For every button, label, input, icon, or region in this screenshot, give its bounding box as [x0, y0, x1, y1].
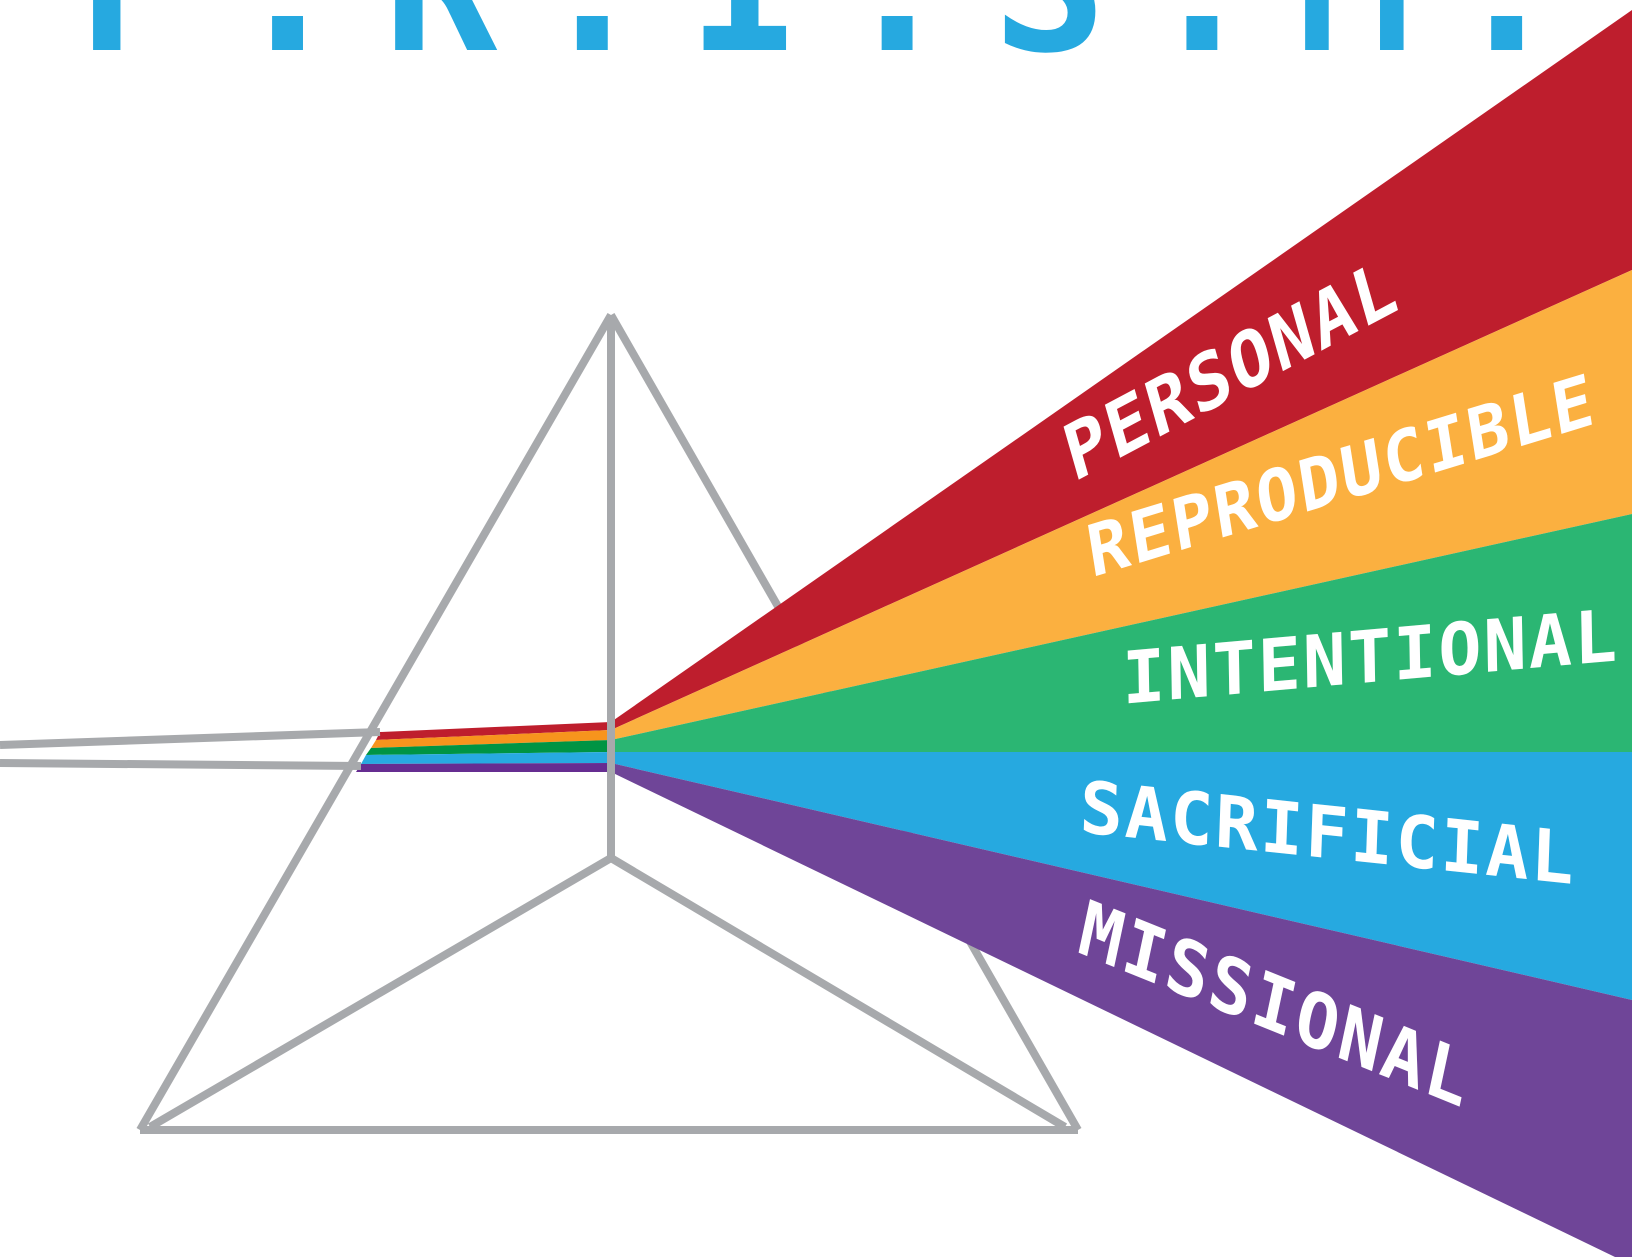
title-group: P.R.I.S.M. — [78, 0, 1602, 95]
internal-spectrum — [356, 722, 611, 772]
incoming-beam-top — [0, 728, 381, 749]
internal-band-personal — [376, 722, 611, 740]
prism-front — [0, 312, 615, 1133]
prism-front-left-edge — [147, 854, 614, 1131]
beam-intentional — [611, 514, 1632, 752]
internal-band-sacrificial — [361, 752, 611, 764]
spectrum-beams — [611, 10, 1632, 1257]
beam-missional — [611, 763, 1632, 1257]
page-title: P.R.I.S.M. — [78, 0, 1602, 95]
beam-personal — [611, 10, 1632, 730]
incoming-beam-bottom — [0, 759, 362, 770]
internal-band-intentional — [366, 740, 611, 755]
beam-sacrificial — [611, 752, 1632, 1000]
beam-reproducible — [611, 270, 1632, 740]
internal-band-missional — [356, 763, 611, 772]
prism-back-right-edge — [608, 854, 1068, 1131]
prism-left-edge — [136, 312, 615, 1133]
internal-band-reproducible — [371, 730, 611, 748]
